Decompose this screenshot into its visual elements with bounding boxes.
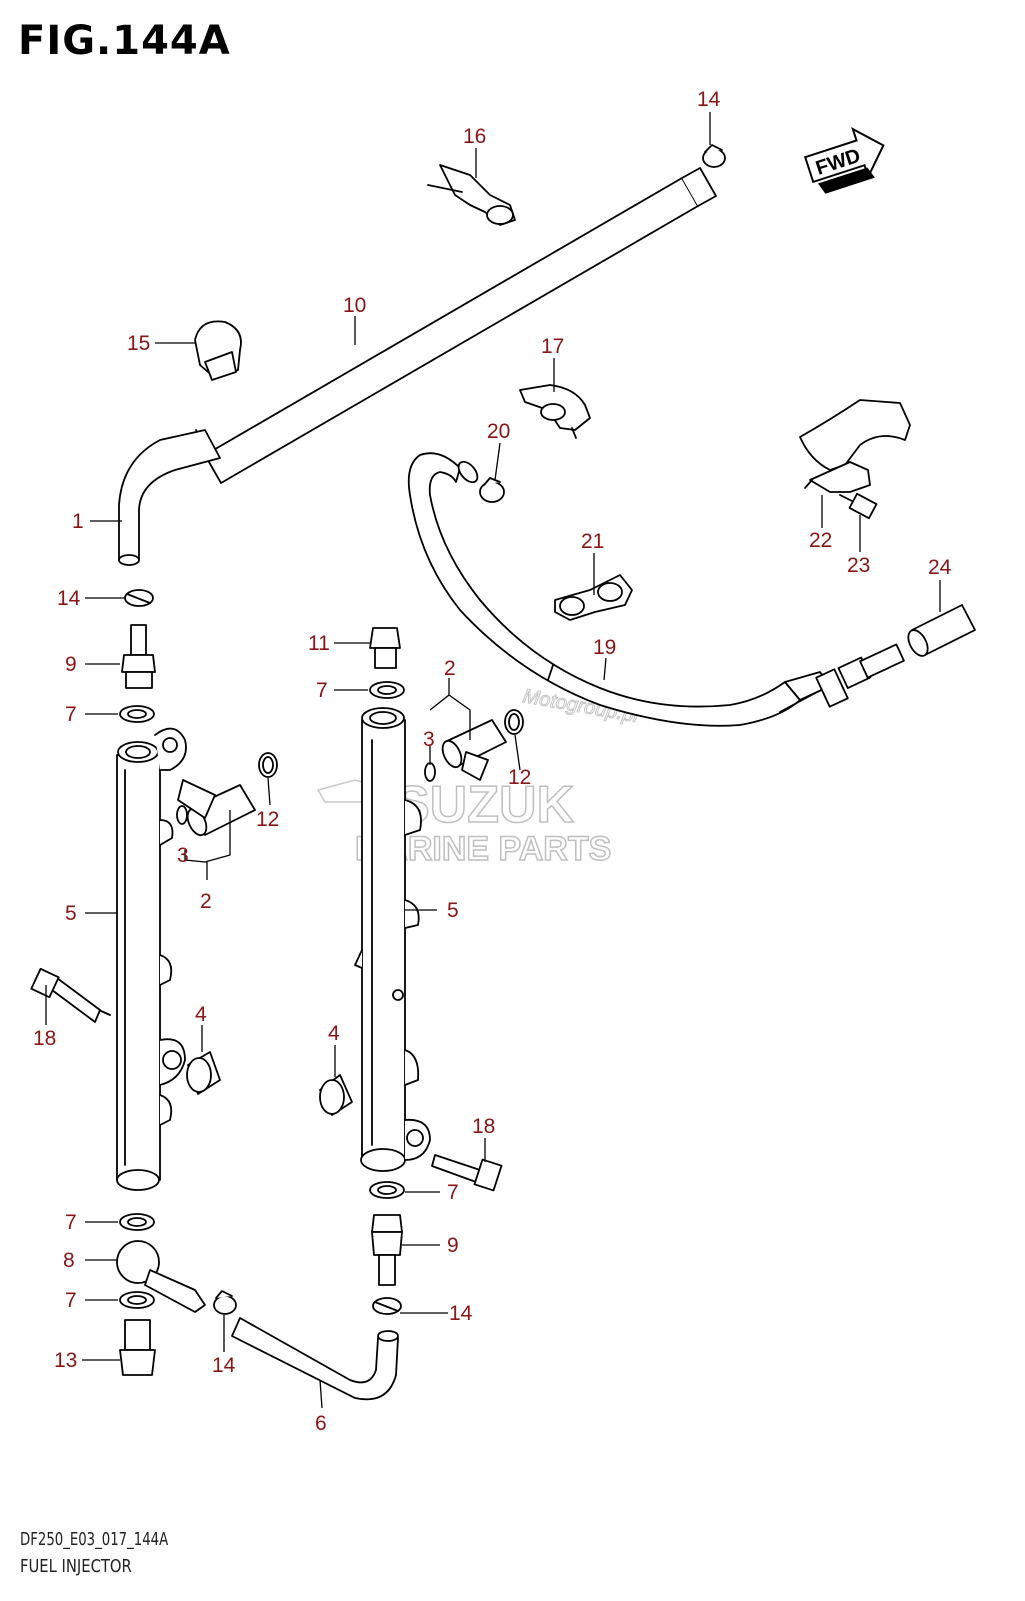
- bolt-23: [839, 492, 878, 520]
- hose-1: [118, 429, 221, 566]
- callout-16: 16: [463, 125, 486, 148]
- callout-13: 13: [54, 1349, 77, 1372]
- fuel-rail-right: [354, 707, 431, 1172]
- callout-21: 21: [581, 530, 604, 553]
- clamp-20: [479, 477, 505, 503]
- callout-9: 9: [65, 653, 77, 676]
- callout-4: 4: [195, 1003, 207, 1026]
- injector-left: [176, 752, 278, 837]
- callout-2: 2: [444, 657, 456, 680]
- bolt-18-left: [30, 967, 111, 1023]
- clamp-14-left: [124, 589, 154, 607]
- clamp-14-right: [372, 1297, 402, 1315]
- washer-7-e: [369, 1181, 405, 1199]
- pipe-24: [907, 604, 976, 657]
- banjo-8: [116, 1240, 206, 1313]
- callout-14: 14: [697, 88, 721, 111]
- callout-22: 22: [809, 529, 832, 552]
- grommet-4-right: [319, 1074, 353, 1116]
- callout-7: 7: [447, 1181, 459, 1204]
- figure-title: FIG.144A: [18, 18, 231, 64]
- clip-16: [427, 164, 516, 226]
- callout-4: 4: [328, 1022, 340, 1045]
- callout-23: 23: [847, 554, 870, 577]
- figure-name: FUEL INJECTOR: [20, 1556, 132, 1577]
- callout-7: 7: [316, 679, 328, 702]
- callout-14: 14: [449, 1302, 473, 1325]
- callout-20: 20: [487, 420, 510, 443]
- callout-12: 12: [508, 766, 531, 789]
- clamp-14-bottom: [213, 1290, 237, 1315]
- grommet-4-left: [186, 1051, 221, 1095]
- clip-17: [519, 384, 591, 439]
- washer-7-a: [119, 705, 155, 723]
- callout-2: 2: [200, 890, 212, 913]
- watermark-brand: SUZUK: [395, 776, 575, 834]
- fuel-rail-left: [116, 727, 187, 1191]
- clip-21: [554, 574, 633, 621]
- callout-11: 11: [308, 632, 330, 655]
- callout-14: 14: [57, 587, 81, 610]
- washer-7-d: [119, 1291, 155, 1309]
- callout-9: 9: [447, 1234, 459, 1257]
- callout-7: 7: [65, 703, 77, 726]
- fwd-arrow-icon: FWD: [803, 127, 885, 194]
- hose-6: [231, 1317, 399, 1401]
- bolt-11: [369, 627, 401, 669]
- callout-24: 24: [928, 556, 952, 579]
- callout-8: 8: [63, 1249, 75, 1272]
- washer-7-b: [369, 681, 405, 699]
- leader-lines: [45, 112, 941, 1409]
- callout-10: 10: [343, 294, 366, 317]
- washer-7-c: [119, 1213, 155, 1231]
- callout-17: 17: [541, 335, 564, 358]
- callout-3: 3: [423, 728, 435, 751]
- clamp-14-top: [702, 144, 726, 168]
- callout-5: 5: [65, 902, 77, 925]
- bolt-18-right: [431, 1154, 503, 1192]
- callout-14: 14: [212, 1354, 236, 1377]
- connector-9-bottom: [371, 1214, 403, 1286]
- callout-19: 19: [593, 636, 616, 659]
- callout-5: 5: [447, 899, 459, 922]
- connector-9-top: [121, 624, 156, 689]
- hose-19: [407, 452, 905, 727]
- callout-18: 18: [472, 1115, 495, 1138]
- bracket-22: [799, 399, 911, 493]
- callout-12: 12: [256, 808, 279, 831]
- hose-10: [195, 167, 717, 484]
- callout-3: 3: [177, 844, 189, 867]
- callout-7: 7: [65, 1289, 77, 1312]
- callout-18: 18: [33, 1027, 56, 1050]
- injector-right: [424, 709, 524, 782]
- callout-1: 1: [72, 510, 84, 533]
- callout-15: 15: [127, 332, 150, 355]
- callout-7: 7: [65, 1211, 77, 1234]
- clip-15: [194, 320, 242, 381]
- callout-6: 6: [315, 1412, 327, 1435]
- callout-numbers: 14 16 10 15 17 20 22 23 24 21 19 1 14 9 …: [33, 88, 952, 1435]
- figure-code: DF250_E03_017_144A: [20, 1529, 169, 1550]
- bolt-13: [119, 1319, 156, 1376]
